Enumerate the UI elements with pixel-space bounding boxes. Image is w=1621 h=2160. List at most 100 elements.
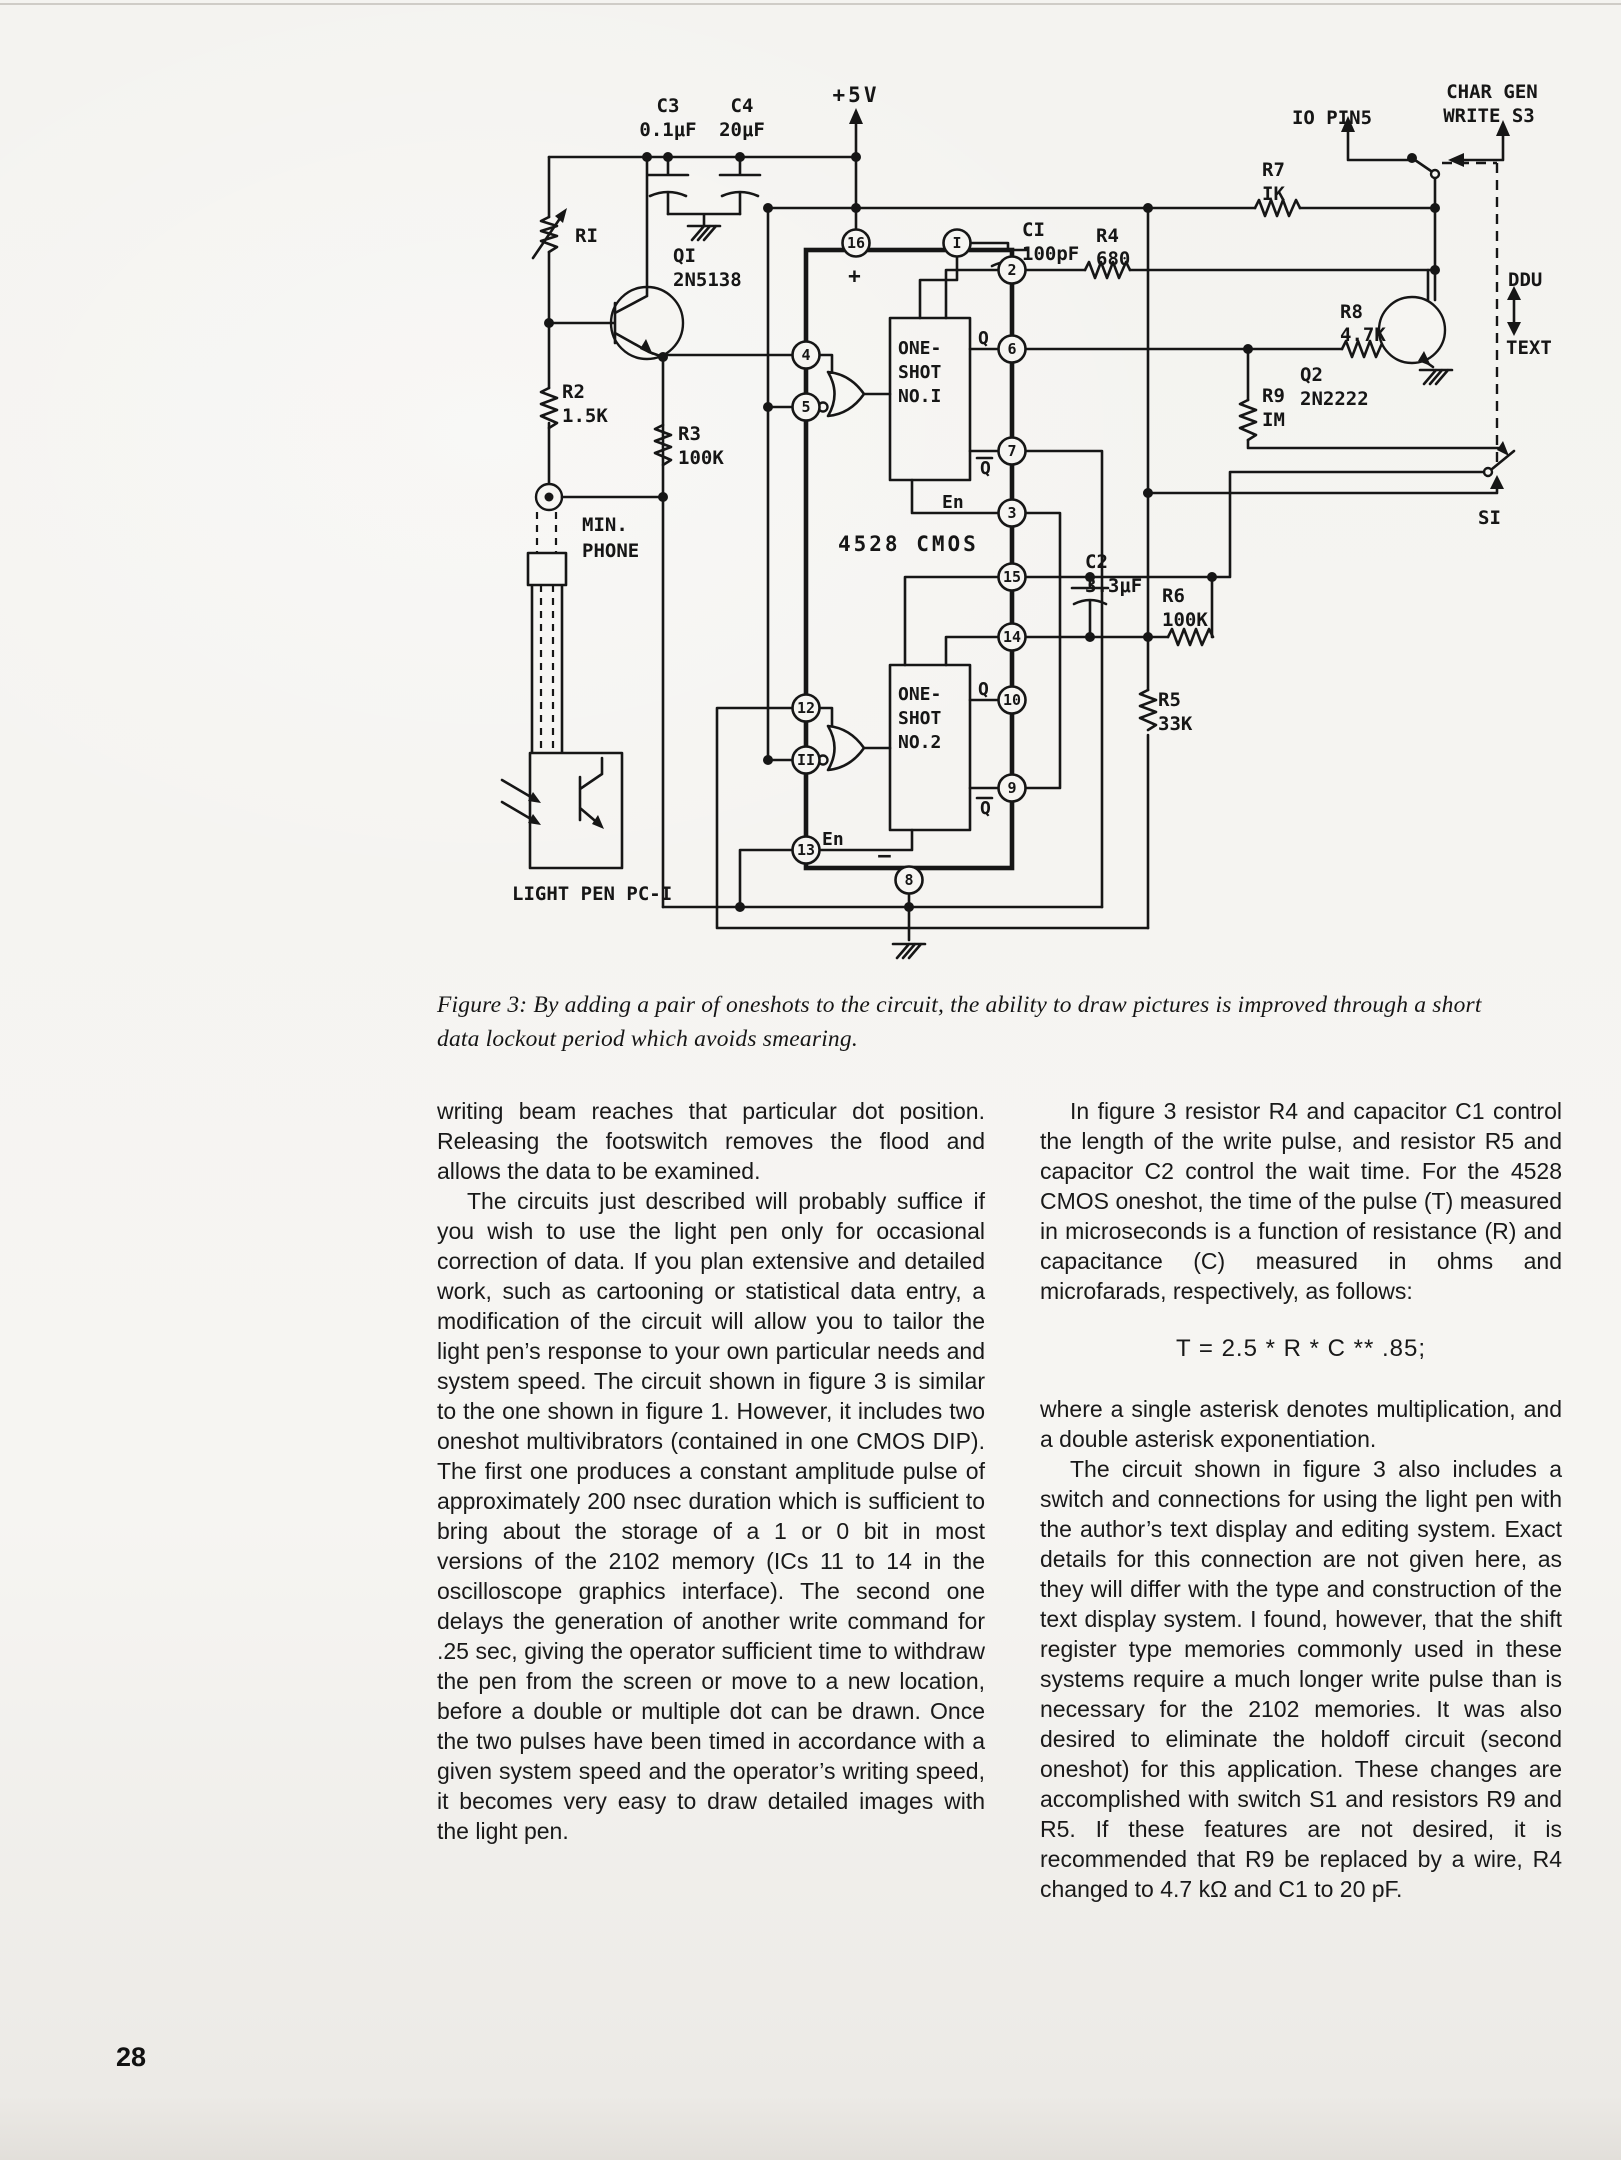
label-c3-value: 0.1μF — [639, 119, 696, 141]
light-rays — [500, 778, 538, 824]
light-ray-arrow2 — [528, 814, 541, 825]
wire-cap-gnd — [666, 212, 742, 228]
pin-12: 12 — [797, 699, 815, 717]
pin-13: 13 — [797, 841, 815, 859]
resistor-r6 — [1166, 627, 1215, 647]
cap-c3-plate — [648, 190, 688, 198]
label-r5: R5 — [1158, 689, 1181, 711]
figure3-schematic: 16 I 2 6 7 3 15 14 10 9 4 5 12 II 13 8 C… — [500, 81, 1552, 960]
s1-blade — [1490, 449, 1516, 471]
oneshot1-labels: ONE- SHOT NO.I Q Q — [898, 328, 991, 479]
label-lightpen: LIGHT PEN PC-I — [512, 883, 672, 905]
page-number: 28 — [116, 2042, 147, 2072]
lightpen-phototransistor — [578, 756, 604, 827]
figure-caption-line1: Figure 3: By adding a pair of oneshots t… — [437, 992, 1482, 1018]
label-ic: 4528 CMOS — [838, 532, 979, 556]
label-plus: + — [848, 264, 864, 288]
oneshot2-labels: ONE- SHOT NO.2 Q Q — [898, 679, 991, 819]
s3-contact — [1429, 168, 1441, 180]
pin-9: 9 — [1007, 779, 1016, 797]
label-r6: R6 — [1162, 585, 1185, 607]
label-q2-value: 2N2222 — [1300, 388, 1369, 410]
label-s1: SI — [1478, 507, 1501, 529]
transistor-q1 — [547, 155, 665, 909]
r1-arrow — [531, 212, 565, 260]
ground-caps — [686, 224, 722, 242]
label-5v: +5V — [833, 83, 880, 107]
label-c4: C4 — [731, 95, 754, 117]
svg-text:SHOT: SHOT — [898, 708, 942, 729]
label-c2: C2 — [1085, 551, 1108, 573]
label-c1-value: 100pF — [1022, 243, 1079, 265]
wire-c2-r6-r5 — [1023, 206, 1214, 930]
label-minus: – — [878, 843, 894, 867]
pin-6: 6 — [1007, 340, 1016, 358]
label-r8: R8 — [1340, 301, 1363, 323]
wire-pin6-q2 — [1023, 268, 1435, 369]
label-phone: PHONE — [582, 540, 639, 562]
label-r3: R3 — [678, 423, 701, 445]
label-q2: Q2 — [1300, 364, 1323, 386]
label-r1: RI — [575, 225, 598, 247]
s1-lower-arrow — [1490, 475, 1504, 489]
resistor-r4 — [1083, 260, 1132, 280]
wire-pin7-pin3-pin9 — [1023, 449, 1104, 909]
ddu-arrow-down — [1507, 322, 1521, 336]
label-en1: En — [942, 492, 964, 513]
ic-internal-wires — [817, 254, 1001, 852]
phototransistor-arrow — [592, 815, 604, 829]
cap-c3 — [646, 155, 690, 216]
label-r8-value: 4.7K — [1340, 324, 1386, 346]
label-q1: QI — [673, 245, 696, 267]
q2-emitter-arrow — [1418, 351, 1431, 366]
figure-caption-line2: data lockout period which avoids smearin… — [437, 1026, 858, 1052]
label-r7: R7 — [1262, 159, 1285, 181]
resistor-r5 — [1138, 688, 1158, 732]
r1-arrowhead — [555, 208, 567, 223]
nor-gate2 — [826, 724, 892, 772]
gang-dashed-link — [1442, 161, 1499, 466]
gate-input-jogs — [817, 353, 834, 728]
arrow-writes3-left — [1448, 153, 1464, 167]
paragraph: The circuits just described will probabl… — [437, 1188, 985, 1844]
formula: T = 2.5 * R * C ** .85; — [1175, 1335, 1426, 1362]
phone-jack-inner — [544, 492, 554, 502]
wire-bottom-buses — [661, 706, 1150, 942]
pin-4: 4 — [801, 346, 810, 364]
label-c1: CI — [1022, 219, 1045, 241]
label-min: MIN. — [582, 514, 628, 536]
resistor-r9 — [1238, 398, 1258, 442]
cap-c4 — [718, 155, 762, 216]
svg-text:Q: Q — [978, 328, 989, 349]
svg-text:ONE-: ONE- — [898, 684, 941, 705]
q1-emitter-arrow — [640, 339, 653, 355]
label-io-pin5: IO PIN5 — [1292, 107, 1372, 129]
label-writes3: WRITE S3 — [1443, 105, 1535, 127]
resistor-r2 — [539, 386, 559, 430]
cap-c4-plate — [720, 190, 760, 198]
label-c2-value: 3.3μF — [1085, 575, 1142, 597]
cap-c2-plate — [1072, 598, 1108, 606]
pin-3: 3 — [1007, 504, 1016, 522]
label-c3: C3 — [657, 95, 680, 117]
switch-s3 — [1346, 126, 1433, 173]
label-r9: R9 — [1262, 385, 1285, 407]
label-r2-value: 1.5K — [562, 405, 608, 427]
label-c4-value: 20μF — [719, 119, 765, 141]
label-r7-value: IK — [1262, 183, 1285, 205]
label-r6-value: 100K — [1162, 609, 1208, 631]
label-r5-value: 33K — [1158, 713, 1193, 735]
svg-text:Q: Q — [980, 798, 991, 819]
pin-1: I — [952, 234, 961, 252]
pin-5: 5 — [801, 398, 810, 416]
resistor-r7 — [1253, 198, 1302, 218]
label-text: TEXT — [1506, 337, 1552, 359]
pin-11: II — [797, 751, 815, 769]
light-ray-arrow1 — [528, 792, 541, 803]
label-q1-value: 2N5138 — [673, 269, 742, 291]
lightpen-dashes — [535, 512, 558, 753]
label-en2: En — [822, 829, 844, 850]
pin-7: 7 — [1007, 442, 1016, 460]
pin-10: 10 — [1003, 691, 1021, 709]
